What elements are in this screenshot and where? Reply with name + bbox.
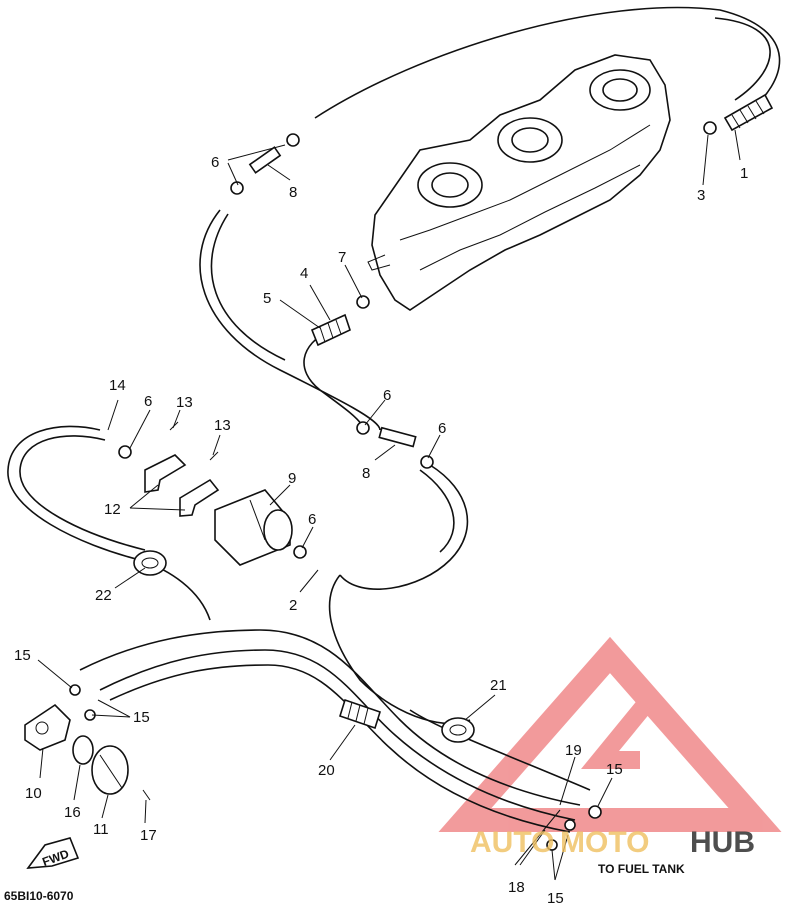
callout-12: 12 — [104, 501, 121, 518]
callout-6d: 6 — [144, 393, 152, 410]
callout-20: 20 — [318, 762, 335, 779]
callout-15d: 15 — [547, 890, 564, 905]
callout-15b: 15 — [133, 709, 150, 726]
watermark-text: AUTO MOTO HUB — [470, 826, 755, 859]
corrugated-hose-4 — [310, 313, 351, 347]
fwd-arrow-icon: FWD — [26, 837, 80, 869]
callout-8b: 8 — [362, 465, 370, 482]
callout-1: 1 — [740, 165, 748, 182]
callout-6c: 6 — [438, 420, 446, 437]
carburetor-assembly — [367, 54, 671, 311]
callout-labels: 1 3 6 8 4 7 5 6 6 8 9 14 6 13 13 12 6 2 … — [14, 154, 748, 905]
grommet-22 — [133, 550, 167, 576]
callout-5: 5 — [263, 290, 271, 307]
drawing-code: 65BI10-6070 — [4, 889, 74, 903]
callout-11: 11 — [93, 821, 109, 838]
callout-17: 17 — [140, 827, 157, 844]
callout-22: 22 — [95, 587, 112, 604]
fuel-filter — [214, 489, 293, 566]
leader-lines — [37, 129, 741, 881]
grommet-21 — [441, 717, 475, 743]
callout-6e: 6 — [308, 511, 316, 528]
callout-6b: 6 — [383, 387, 391, 404]
callout-14: 14 — [109, 377, 126, 394]
callout-18: 18 — [508, 879, 525, 896]
callout-6a: 6 — [211, 154, 219, 171]
corrugated-hose-20 — [339, 698, 381, 730]
callout-19: 19 — [565, 742, 582, 759]
watermark-moto: MOTO — [560, 826, 649, 859]
callout-13a: 13 — [176, 394, 193, 411]
fuel-cock — [24, 703, 71, 751]
to-fuel-tank-label: TO FUEL TANK — [598, 862, 685, 876]
callout-7: 7 — [338, 249, 346, 266]
callout-21: 21 — [490, 677, 507, 694]
watermark-auto: AUTO — [470, 826, 554, 859]
grommet-16 — [72, 735, 94, 765]
callout-15c: 15 — [606, 761, 623, 778]
corrugated-hose-1 — [723, 93, 774, 132]
watermark-logo — [438, 636, 782, 832]
callout-10: 10 — [25, 785, 42, 802]
callout-13b: 13 — [214, 417, 231, 434]
callout-9: 9 — [288, 470, 296, 487]
watermark-hub: HUB — [690, 826, 755, 859]
callout-4: 4 — [300, 265, 308, 282]
cap-11 — [91, 745, 129, 795]
callout-15a: 15 — [14, 647, 31, 664]
filter-bracket — [144, 454, 220, 517]
callout-2: 2 — [289, 597, 297, 614]
callout-8a: 8 — [289, 184, 297, 201]
callout-16: 16 — [64, 804, 81, 821]
callout-3: 3 — [697, 187, 705, 204]
clips — [69, 121, 717, 851]
